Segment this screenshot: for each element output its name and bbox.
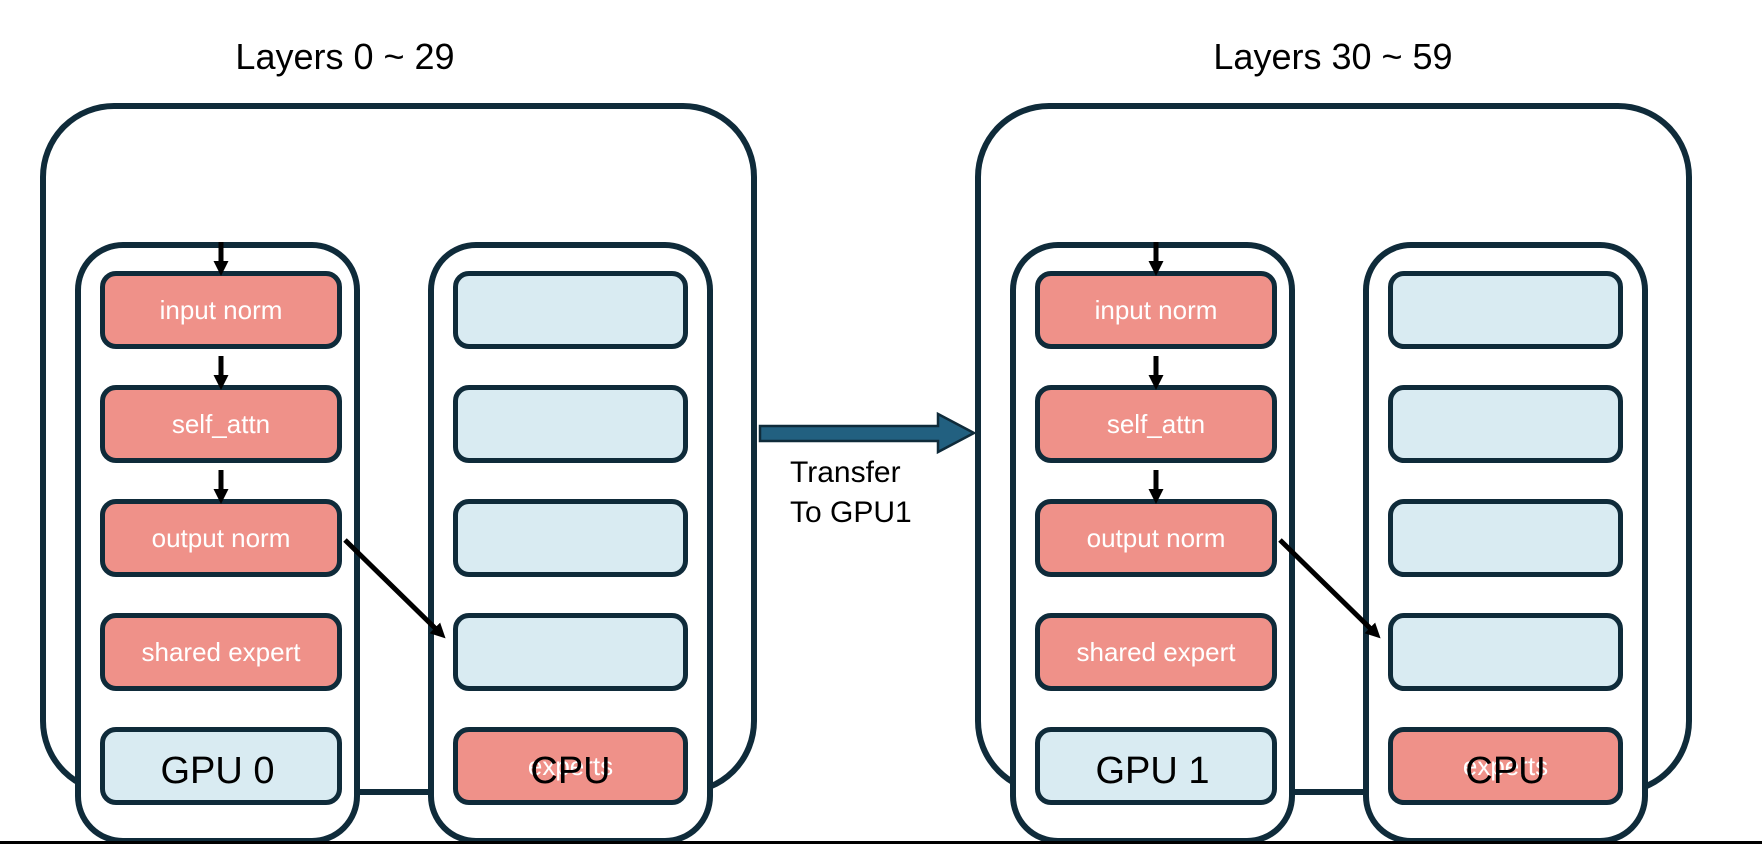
right-cpu-column: experts (1363, 242, 1648, 844)
right-cpu-label: CPU (1465, 750, 1546, 792)
right-cpu-empty-slot-box (1388, 613, 1623, 691)
gpu0-input-norm-box: input norm (100, 271, 342, 349)
gpu1-output-norm-box: output norm (1035, 499, 1277, 577)
gpu0-empty-slot-box (100, 727, 342, 805)
gpu1-self-attn-box: self_attn (1035, 385, 1277, 463)
gpu1-input-norm-box: input norm (1035, 271, 1277, 349)
gpu1-empty-slot-box (1035, 727, 1277, 805)
gpu0-shared-expert-box: shared expert (100, 613, 342, 691)
left-cpu-label: CPU (530, 750, 611, 792)
gpu0-label: GPU 0 (160, 750, 275, 792)
gpu1-label: GPU 1 (1095, 750, 1210, 792)
left-cpu-empty-slot-box (453, 271, 688, 349)
left-group-title: Layers 0 ~ 29 (235, 36, 455, 77)
left-cpu-empty-slot-box (453, 385, 688, 463)
right-group-container: input norm self_attn output norm shared … (975, 103, 1692, 844)
right-cpu-empty-slot-box (1388, 385, 1623, 463)
right-cpu-empty-slot-box (1388, 271, 1623, 349)
right-cpu-empty-slot-box (1388, 499, 1623, 577)
left-group-container: input norm self_attn output norm shared … (40, 103, 757, 844)
transfer-label-line2: To GPU1 (790, 496, 912, 529)
transfer-label-line1: Transfer (790, 456, 901, 489)
left-cpu-empty-slot-box (453, 499, 688, 577)
left-cpu-experts-box: experts (453, 727, 688, 805)
left-cpu-empty-slot-box (453, 613, 688, 691)
gpu1-shared-expert-box: shared expert (1035, 613, 1277, 691)
gpu0-column: input norm self_attn output norm shared … (75, 242, 360, 844)
gpu0-self-attn-box: self_attn (100, 385, 342, 463)
left-cpu-column: experts (428, 242, 713, 844)
right-group-title: Layers 30 ~ 59 (1213, 36, 1453, 77)
gpu0-output-norm-box: output norm (100, 499, 342, 577)
transfer-arrow (758, 411, 977, 455)
bottom-divider-line (0, 841, 1762, 844)
right-cpu-experts-box: experts (1388, 727, 1623, 805)
